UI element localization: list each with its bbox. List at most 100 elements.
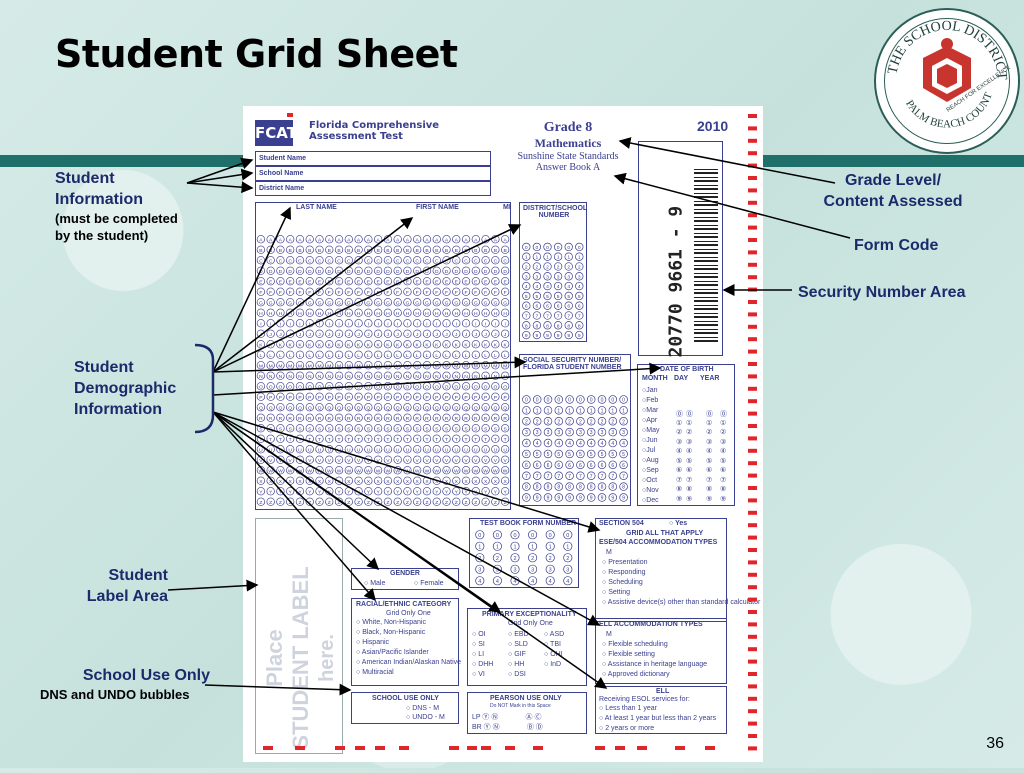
bubble[interactable]	[608, 471, 618, 480]
bubble[interactable]	[393, 403, 402, 412]
bubble[interactable]	[575, 242, 584, 252]
month-option[interactable]: ○Apr	[642, 417, 658, 424]
bubble[interactable]	[575, 311, 584, 320]
bubble[interactable]	[619, 471, 628, 480]
bubble[interactable]	[266, 403, 275, 412]
bubble[interactable]	[575, 321, 584, 330]
bubble[interactable]	[575, 252, 584, 261]
bubble[interactable]	[619, 460, 628, 470]
bubble[interactable]	[522, 272, 531, 281]
bubble[interactable]	[532, 330, 542, 340]
bubble[interactable]	[413, 403, 422, 412]
bubble[interactable]	[553, 321, 563, 330]
bubble[interactable]	[575, 301, 584, 310]
month-option[interactable]: ○May	[642, 427, 660, 434]
bubble[interactable]	[543, 281, 552, 291]
bubble[interactable]	[383, 403, 393, 412]
bubble[interactable]	[608, 438, 618, 448]
bubble[interactable]	[461, 403, 471, 412]
bubble[interactable]	[522, 311, 531, 320]
bubble[interactable]	[564, 272, 573, 281]
bubble[interactable]	[575, 291, 584, 301]
bubble[interactable]	[522, 262, 531, 271]
bubble[interactable]	[522, 321, 531, 330]
month-option[interactable]: ○Oct	[642, 477, 658, 484]
bubble[interactable]	[471, 403, 480, 412]
bubble[interactable]	[532, 281, 542, 291]
month-option[interactable]: ○Dec	[642, 497, 659, 504]
bubble[interactable]	[564, 301, 573, 310]
bubble[interactable]	[553, 281, 563, 291]
bubble[interactable]	[481, 403, 490, 412]
month-option[interactable]: ○Jun	[642, 437, 658, 444]
bubble[interactable]	[364, 403, 373, 412]
bubble[interactable]	[564, 242, 573, 252]
bubble[interactable]	[553, 272, 563, 281]
bubble[interactable]	[256, 403, 266, 412]
option-item[interactable]: ○ 2 years or more	[599, 725, 655, 732]
bubble[interactable]	[532, 301, 542, 310]
bubble[interactable]	[553, 252, 563, 261]
bubble[interactable]	[543, 301, 552, 310]
month-option[interactable]: ○Mar	[642, 407, 659, 414]
bubble[interactable]	[564, 291, 573, 301]
bubble[interactable]	[608, 460, 618, 470]
bubble[interactable]	[452, 403, 461, 412]
option-item[interactable]: ○ At least 1 year but less than 2 years	[599, 715, 717, 722]
bubble[interactable]	[491, 403, 500, 412]
bubble[interactable]	[543, 262, 552, 271]
bubble[interactable]	[553, 330, 563, 340]
bubble[interactable]	[522, 330, 531, 340]
bubble[interactable]	[553, 242, 563, 252]
bubble[interactable]	[344, 403, 353, 412]
bubble[interactable]	[553, 291, 563, 301]
bubble[interactable]	[500, 403, 510, 412]
option-item[interactable]: ○ Less than 1 year	[599, 705, 657, 712]
month-option[interactable]: ○Feb	[642, 397, 659, 404]
bubble[interactable]	[373, 403, 383, 412]
bubble[interactable]	[315, 403, 324, 412]
bubble[interactable]	[543, 242, 552, 252]
bubble[interactable]	[608, 449, 618, 459]
month-option[interactable]: ○Sep	[642, 467, 659, 474]
bubble[interactable]	[522, 242, 531, 252]
bubble[interactable]	[325, 403, 334, 412]
bubble[interactable]	[575, 262, 584, 271]
bubble[interactable]	[543, 321, 552, 330]
bubble[interactable]	[532, 291, 542, 301]
bubble[interactable]	[532, 272, 542, 281]
bubble[interactable]	[522, 252, 531, 261]
bubble[interactable]	[522, 281, 531, 291]
bubble[interactable]	[564, 330, 573, 340]
bubble[interactable]	[564, 262, 573, 271]
bubble[interactable]	[575, 272, 584, 281]
month-option[interactable]: ○Nov	[642, 487, 659, 494]
bubble[interactable]	[543, 311, 552, 320]
bubble[interactable]	[305, 403, 314, 412]
bubble[interactable]	[608, 417, 618, 426]
bubble[interactable]	[286, 403, 295, 412]
bubble[interactable]	[553, 262, 563, 271]
bubble[interactable]	[532, 262, 542, 271]
field-school-name[interactable]: School Name	[255, 166, 491, 181]
field-district-name[interactable]: District Name	[255, 181, 491, 196]
bubble[interactable]	[403, 403, 412, 412]
bubble[interactable]	[564, 311, 573, 320]
month-option[interactable]: ○Aug	[642, 457, 659, 464]
bubble[interactable]	[619, 427, 628, 437]
bubble[interactable]	[619, 482, 628, 491]
bubble[interactable]	[575, 281, 584, 291]
bubble[interactable]	[553, 301, 563, 310]
bubble[interactable]	[532, 321, 542, 330]
bubble[interactable]	[543, 272, 552, 281]
bubble[interactable]	[608, 406, 618, 415]
district-bubbles[interactable]: 0123456789012345678901234567890123456789…	[521, 242, 585, 340]
bubble[interactable]	[276, 403, 285, 412]
bubble[interactable]	[543, 291, 552, 301]
bubble[interactable]	[295, 403, 305, 412]
bubble[interactable]	[532, 311, 542, 320]
bubble[interactable]	[532, 242, 542, 252]
bubble[interactable]	[442, 403, 451, 412]
bubble[interactable]	[543, 252, 552, 261]
bubble[interactable]	[532, 252, 542, 261]
